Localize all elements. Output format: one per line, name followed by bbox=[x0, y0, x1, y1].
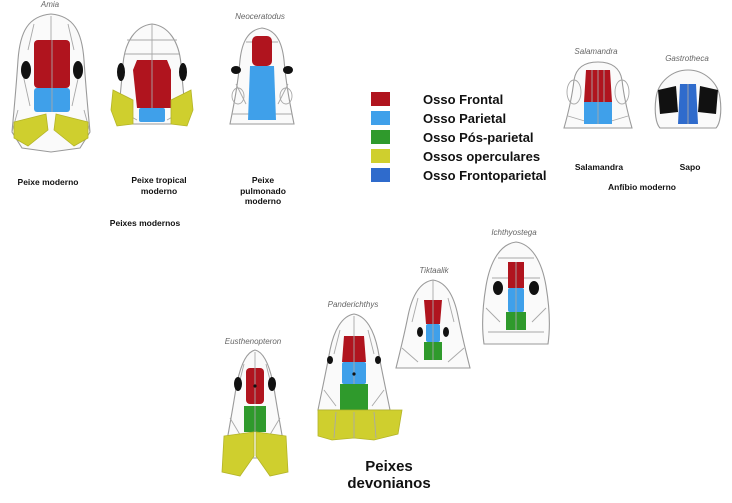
title-line: Peixes bbox=[365, 458, 413, 475]
legend-item-operculares: Ossos operculares bbox=[371, 147, 540, 165]
opercular-bone bbox=[255, 431, 289, 477]
skull-peixe-tropical bbox=[110, 23, 194, 127]
legend-item-frontal: Osso Frontal bbox=[371, 90, 503, 108]
species-label-tiktaalik: Tiktaalik bbox=[419, 266, 449, 275]
legend-swatch bbox=[371, 168, 390, 182]
legend-label: Osso Frontal bbox=[423, 91, 504, 107]
eye-icon bbox=[375, 356, 381, 364]
eye-icon bbox=[73, 61, 83, 79]
opercular-bone bbox=[221, 431, 255, 477]
eye-icon bbox=[117, 63, 125, 81]
skull-ichthyostega bbox=[482, 241, 550, 345]
legend-item-pos-parietal: Osso Pós-parietal bbox=[371, 128, 534, 146]
eye-icon bbox=[179, 63, 187, 81]
title-line: devonianos bbox=[347, 475, 431, 492]
eye-icon bbox=[698, 86, 718, 114]
caption-line: moderno bbox=[140, 185, 178, 196]
opercular-bone bbox=[317, 409, 403, 441]
group-title-peixes-modernos: Peixes modernos bbox=[109, 218, 181, 228]
caption-line: pulmonado bbox=[240, 185, 286, 196]
eye-icon bbox=[443, 327, 449, 337]
legend-swatch bbox=[371, 130, 390, 144]
eye-icon bbox=[234, 377, 242, 391]
legend-swatch bbox=[371, 149, 390, 163]
caption-line: Peixe tropical bbox=[131, 175, 187, 185]
species-label-gastrotheca: Gastrotheca bbox=[665, 54, 709, 63]
eye-icon bbox=[327, 356, 333, 364]
legend-label: Osso Parietal bbox=[423, 110, 507, 126]
legend-swatch bbox=[371, 111, 390, 125]
species-label-salamandra: Salamandra bbox=[574, 47, 618, 56]
postparietal-bone bbox=[340, 384, 368, 410]
caption-peixe-moderno: Peixe moderno bbox=[17, 177, 79, 187]
eye-icon bbox=[21, 61, 31, 79]
opercular-bone bbox=[53, 113, 89, 147]
eye-icon bbox=[231, 66, 241, 74]
frontal-bone bbox=[252, 36, 272, 66]
opercular-bone bbox=[110, 89, 134, 127]
legend-label: Osso Pós-parietal bbox=[423, 129, 534, 145]
opercular-bone bbox=[13, 113, 49, 147]
caption-salamandra: Salamandra bbox=[574, 162, 624, 172]
caption-peixe-pulmonado: Peixe pulmonado moderno bbox=[220, 175, 306, 207]
skull-gastrotheca bbox=[654, 69, 722, 129]
species-label-amia: Amia bbox=[40, 0, 60, 9]
legend-item-parietal: Osso Parietal bbox=[371, 109, 506, 127]
group-title-peixes-devonianos: Peixes devonianos bbox=[330, 458, 448, 492]
skull-amia bbox=[11, 13, 91, 153]
opercular-bone bbox=[170, 89, 194, 127]
species-label-eusthenopteron: Eusthenopteron bbox=[224, 337, 282, 346]
parietal-bone bbox=[139, 108, 165, 122]
caption-line: Peixe bbox=[251, 175, 275, 185]
skull-neoceratodus bbox=[229, 27, 295, 125]
species-label-panderichthys: Panderichthys bbox=[327, 300, 379, 309]
eye-icon bbox=[268, 377, 276, 391]
group-title-anfibio-moderno: Anfíbio moderno bbox=[608, 182, 676, 192]
eye-icon bbox=[493, 281, 503, 295]
skull-tiktaalik bbox=[395, 279, 471, 369]
legend-swatch bbox=[371, 92, 390, 106]
eye-icon bbox=[658, 86, 678, 114]
caption-sapo: Sapo bbox=[679, 162, 701, 172]
skull-panderichthys bbox=[317, 313, 403, 441]
skull-salamandra bbox=[563, 61, 633, 129]
skull-eusthenopteron bbox=[221, 349, 289, 477]
legend-label: Ossos operculares bbox=[423, 148, 541, 164]
eye-icon bbox=[283, 66, 293, 74]
legend-label: Osso Frontoparietal bbox=[423, 167, 547, 183]
eye-icon bbox=[417, 327, 423, 337]
caption-peixe-tropical: Peixe tropical moderno bbox=[114, 175, 204, 196]
caption-line: moderno bbox=[244, 196, 282, 206]
species-label-neoceratodus: Neoceratodus bbox=[235, 12, 285, 21]
eye-icon bbox=[529, 281, 539, 295]
parietal-bone bbox=[248, 66, 276, 120]
species-label-ichthyostega: Ichthyostega bbox=[491, 228, 537, 237]
legend-item-frontoparietal: Osso Frontoparietal bbox=[371, 166, 547, 184]
